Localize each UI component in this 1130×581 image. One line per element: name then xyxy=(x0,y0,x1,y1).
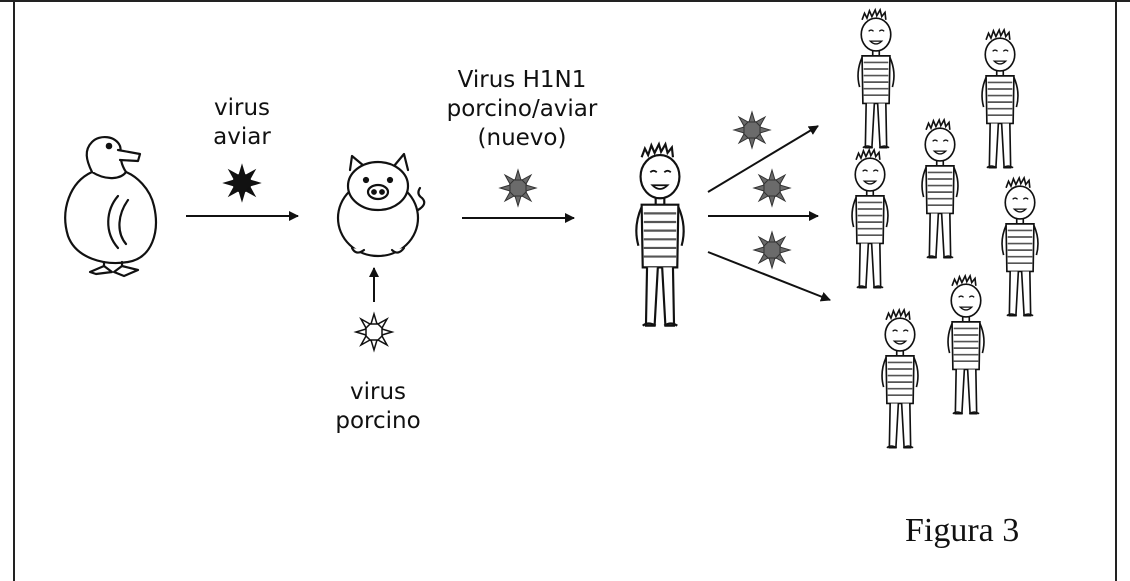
label-h1n1-line-2: porcino/aviar xyxy=(430,95,614,124)
person-icon-crowd-3 xyxy=(922,120,958,258)
duck-icon xyxy=(65,137,156,276)
person-icon-crowd-6 xyxy=(948,276,984,414)
label-h1n1-virus: Virus H1N1 porcino/aviar (nuevo) xyxy=(430,66,614,153)
figure-caption: Figura 3 xyxy=(905,512,1019,550)
virus-icon-avian xyxy=(224,165,260,201)
person-icon-crowd-5 xyxy=(1002,178,1038,316)
label-avian-virus-line-2: aviar xyxy=(180,123,304,152)
label-swine-virus-line-2: porcino xyxy=(318,407,438,436)
virus-icon-spread-1 xyxy=(734,112,770,148)
virus-icon-swine xyxy=(356,314,392,350)
label-avian-virus: virus aviar xyxy=(180,94,304,152)
label-h1n1-line-1: Virus H1N1 xyxy=(430,66,614,95)
virus-icon-h1n1 xyxy=(500,170,536,206)
person-icon-crowd-7 xyxy=(882,310,918,448)
person-icon-patient-zero xyxy=(636,144,683,325)
person-icon-crowd-1 xyxy=(858,10,894,148)
virus-icon-spread-3 xyxy=(754,232,790,268)
person-icon-crowd-4 xyxy=(852,150,888,288)
person-icon-crowd-2 xyxy=(982,30,1018,168)
label-swine-virus: virus porcino xyxy=(318,378,438,436)
pig-icon xyxy=(338,154,424,256)
label-h1n1-line-3: (nuevo) xyxy=(430,124,614,153)
label-swine-virus-line-1: virus xyxy=(318,378,438,407)
label-avian-virus-line-1: virus xyxy=(180,94,304,123)
virus-icon-spread-2 xyxy=(754,170,790,206)
